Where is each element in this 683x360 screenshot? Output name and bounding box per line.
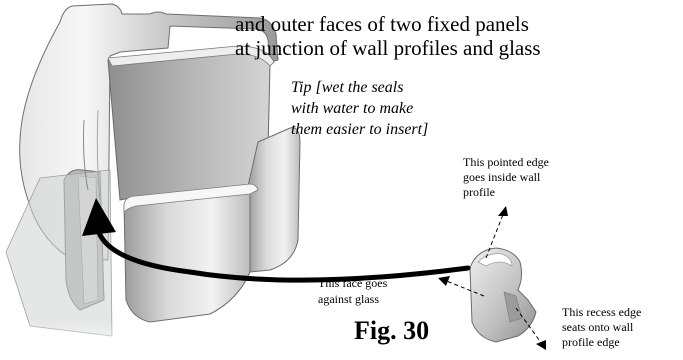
- callout-recess-edge-2: seats onto wall: [562, 320, 634, 334]
- callout-face-2: against glass: [318, 292, 379, 306]
- tip-line-1: Tip [wet the seals: [291, 79, 404, 96]
- leader-recess-edge: [515, 307, 546, 350]
- tip-line-3: them easier to insert]: [291, 121, 429, 138]
- callout-face-1: This face goes: [318, 276, 388, 290]
- heading-line-2: at junction of wall profiles and glass: [235, 36, 541, 60]
- leader-face: [438, 276, 485, 297]
- callout-pointed-edge-1: This pointed edge: [463, 155, 549, 169]
- insertion-arrowhead: [82, 198, 116, 236]
- heading-line-1: and outer faces of two fixed panels: [235, 12, 529, 36]
- callout-pointed-edge-2: goes inside wall: [463, 170, 541, 184]
- figure-label: Fig. 30: [354, 316, 430, 345]
- callout-pointed-edge-3: profile: [463, 185, 495, 199]
- tip-line-2: with water to make: [291, 100, 414, 117]
- callout-recess-edge-1: This recess edge: [562, 305, 642, 319]
- callout-recess-edge-3: profile edge: [562, 335, 620, 349]
- insertion-arrow: [95, 227, 471, 283]
- seal-piece: [469, 247, 537, 343]
- leader-pointed-edge: [485, 206, 508, 259]
